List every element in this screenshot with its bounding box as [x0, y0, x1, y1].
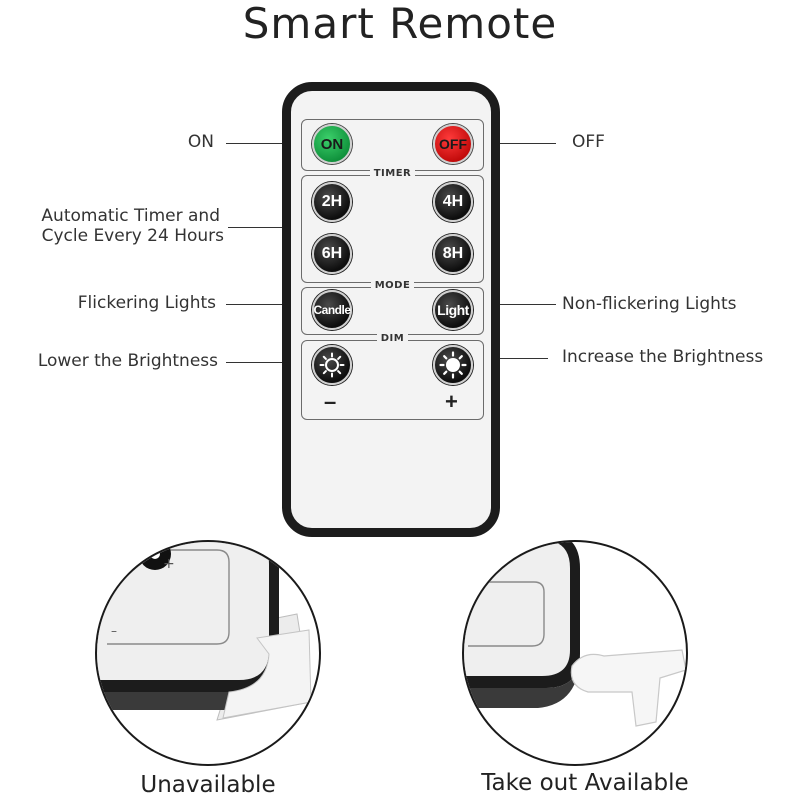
plus-sign: + [445, 389, 458, 414]
mode-label: MODE [370, 280, 415, 291]
leader-timer [228, 227, 294, 228]
leader-lower [226, 362, 294, 363]
callout-flicker: Flickering Lights [77, 293, 216, 313]
remote-control: ON OFF TIMER 2H 4H 6H 8H MODE Candle Lig… [282, 82, 500, 537]
sun-filled-icon [439, 351, 467, 379]
detail-left-minus: – [111, 624, 117, 638]
detail-available [462, 540, 688, 766]
leader-off [490, 143, 556, 144]
off-button[interactable]: OFF [433, 124, 473, 164]
detail-left-plus: + [163, 556, 175, 572]
callout-off: OFF [572, 132, 605, 152]
timer-label: TIMER [369, 168, 416, 179]
dim-down-button[interactable] [312, 345, 352, 385]
dim-label: DIM [376, 333, 409, 344]
dim-up-button[interactable] [433, 345, 473, 385]
power-group: ON OFF [301, 119, 484, 171]
callout-on: ON [187, 132, 214, 152]
callout-timer-line2: Cycle Every 24 Hours [41, 226, 224, 246]
remote-corner-with-tab-image [97, 542, 312, 721]
callout-timer-line1: Automatic Timer and [41, 206, 220, 226]
remote-corner-tab-removed-image [464, 542, 686, 727]
timer-8h-button[interactable]: 8H [433, 234, 473, 274]
on-button[interactable]: ON [312, 124, 352, 164]
timer-2h-button[interactable]: 2H [312, 182, 352, 222]
leader-flicker [226, 304, 294, 305]
callout-increase: Increase the Brightness [562, 347, 764, 367]
leader-on [226, 143, 294, 144]
timer-group: TIMER 2H 4H 6H 8H [301, 168, 484, 283]
dim-group: DIM – [301, 333, 484, 420]
caption-unavailable: Unavailable [140, 772, 276, 798]
leader-non-flicker [490, 304, 556, 305]
timer-4h-button[interactable]: 4H [433, 182, 473, 222]
caption-take-out-available: Take out Available [481, 770, 689, 796]
page-title: Smart Remote [242, 0, 558, 48]
light-mode-button[interactable]: Light [433, 290, 473, 330]
sun-outline-icon [319, 352, 345, 378]
minus-sign: – [324, 389, 337, 414]
callout-lower: Lower the Brightness [37, 351, 218, 371]
timer-6h-button[interactable]: 6H [312, 234, 352, 274]
candle-mode-button[interactable]: Candle [312, 290, 352, 330]
leader-increase [490, 358, 548, 359]
callout-non-flicker: Non-flickering Lights [562, 294, 737, 314]
mode-group: MODE Candle Light [301, 280, 484, 335]
detail-unavailable: + – [95, 540, 321, 766]
